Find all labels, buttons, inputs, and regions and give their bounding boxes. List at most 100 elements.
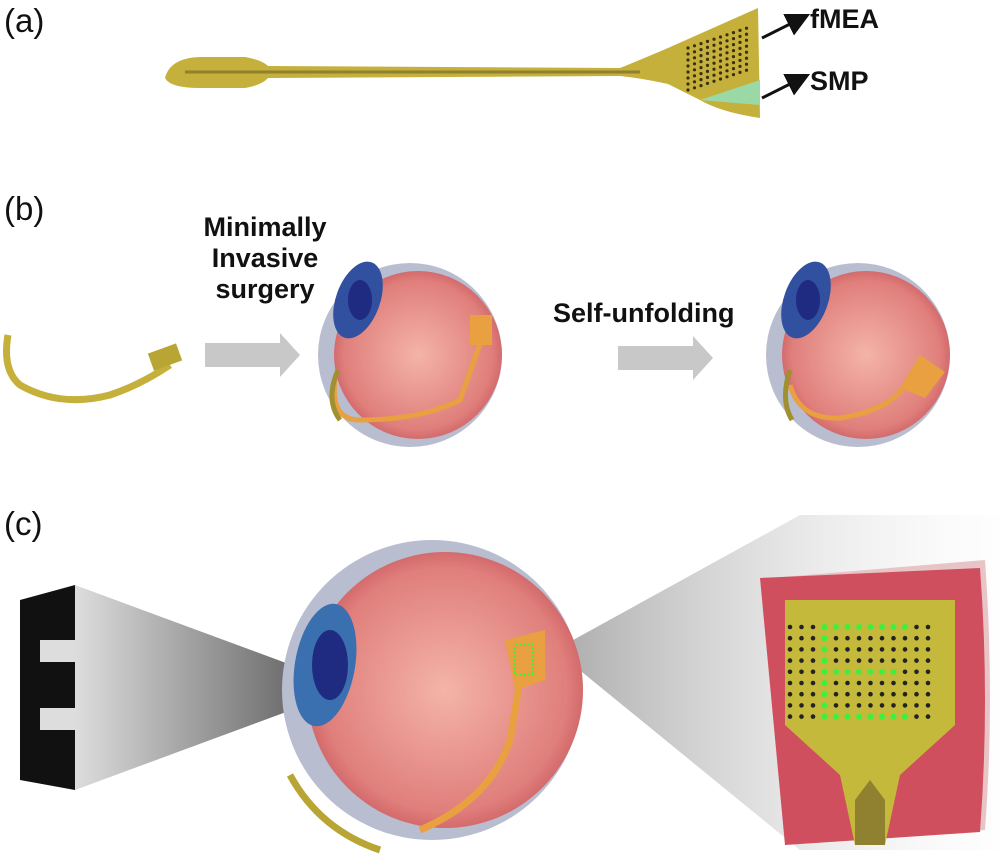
smp-layer [700,80,760,105]
electrode [787,635,793,641]
step2-caption: Self-unfolding [553,298,735,328]
electrode [692,56,697,60]
electrode [705,69,710,73]
electrode [692,74,697,78]
electrode [845,703,850,708]
active-electrode [821,680,828,686]
active-electrode [867,624,874,630]
electrode [799,658,804,663]
electrode [925,703,931,708]
electrode [718,35,723,39]
fmea-device [165,8,760,118]
electrode [686,70,690,74]
active-electrode [856,624,862,630]
electrode [891,635,896,641]
electrode [744,44,749,48]
electrode [731,30,736,35]
electrode [744,32,749,36]
electrode [856,680,862,686]
active-electrode [856,668,862,675]
electrode [731,43,736,47]
electrode [718,53,723,57]
electrode [718,41,723,45]
step1-caption: Minimally Invasive surgery [170,212,360,305]
electrode [731,55,736,59]
electrode [705,51,710,56]
electrode [692,62,697,66]
electrode [686,88,690,92]
active-electrode [867,668,874,675]
active-electrode [821,635,828,642]
active-electrode [902,624,908,630]
process-arrow-1 [205,333,300,377]
electrode [810,680,816,686]
electrode [692,68,697,72]
electrode [902,669,908,675]
electrode [718,77,723,81]
electrode [699,84,703,88]
electrode [744,50,749,54]
electrode [833,680,839,686]
electrode [712,37,716,41]
electrode [891,703,896,708]
callout-fmea: fMEA [810,4,879,34]
electrode [845,691,850,697]
electrode [891,647,896,652]
electrode [712,79,716,83]
electrode [868,647,873,652]
electrode [799,691,804,697]
electrode [731,49,736,53]
electrode [731,67,736,71]
electrode [725,39,729,43]
electrode [705,39,710,44]
electrode [725,33,729,37]
retina-inset [760,560,990,845]
electrode [925,714,931,719]
electrode [868,635,873,641]
electrode [787,703,793,708]
electrode [718,65,723,69]
electrode [787,691,793,697]
electrode [686,58,690,62]
electrode [699,54,703,58]
electrode [787,624,793,630]
active-electrode [844,713,851,720]
active-electrode [902,713,908,720]
electrode [705,57,710,62]
electrode [744,38,749,42]
electrode [787,680,793,686]
electrode [712,55,716,59]
electrode [699,66,703,70]
electrode [686,76,690,80]
electrode [712,43,716,47]
electrode [738,64,742,68]
electrode [744,56,749,60]
active-electrode [890,713,897,720]
electrode [731,37,736,41]
electrode [879,658,885,663]
electrode [879,635,885,641]
electrode [856,635,862,641]
step1-line: Minimally [203,212,327,242]
active-electrode [879,668,885,675]
active-electrode [879,713,885,720]
electrode [686,82,690,86]
electrode [845,635,850,641]
electrode [712,49,716,53]
electrode [692,50,697,54]
electrode [718,59,723,63]
active-electrode [821,691,828,698]
electrode [914,703,919,708]
electrode [902,658,908,663]
electrode [799,714,804,719]
electrode [902,680,908,686]
electrode [705,75,710,79]
electrode [744,26,749,30]
electrode [799,669,804,675]
electrode [868,691,873,697]
electrode [833,647,839,652]
active-electrode [821,646,828,653]
eye-with-implant [282,540,583,854]
active-electrode [890,624,897,630]
